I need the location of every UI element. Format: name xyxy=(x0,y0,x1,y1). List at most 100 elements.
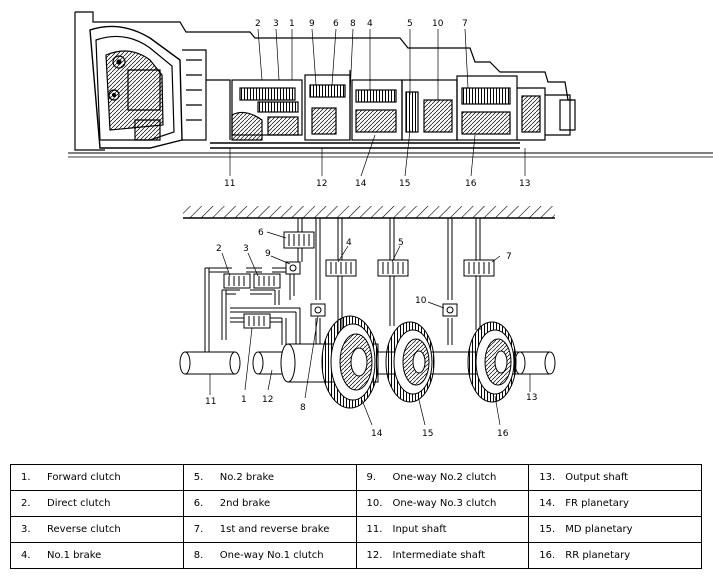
legend-cell: 2. Direct clutch xyxy=(10,490,184,517)
top-bottom-label: 12 xyxy=(316,179,327,189)
legend-cell: 10. One-way No.3 clutch xyxy=(355,490,530,517)
label-13: 13 xyxy=(526,393,537,403)
legend-text: One-way No.3 clutch xyxy=(392,498,497,509)
legend-text: RR planetary xyxy=(565,550,631,561)
schematic-leaders xyxy=(209,231,531,426)
transmission-diagram: 2 3 1 9 6 8 4 5 10 7 11 12 14 15 16 13 xyxy=(68,11,713,439)
label-12: 12 xyxy=(262,395,273,405)
legend-row: 1. Forward clutch 5. No.2 brake 9. One-way … xyxy=(10,464,702,491)
one-way-clutch-10 xyxy=(442,303,458,317)
top-bottom-label: 14 xyxy=(355,179,367,189)
legend-num: 13. xyxy=(539,472,556,483)
top-label: 10 xyxy=(432,19,444,29)
schematic-labels: 6 4 5 7 2 3 9 10 11 1 12 8 14 15 16 13 xyxy=(205,228,537,439)
top-label: 9 xyxy=(309,19,315,29)
legend-row: 4. No.1 brake 8. One-way No.1 clutch 12. In… xyxy=(10,542,702,569)
fr-planetary xyxy=(321,315,379,409)
legend-text: Intermediate shaft xyxy=(392,550,486,561)
legend-text: 1st and reverse brake xyxy=(219,524,330,535)
legend-cell: 3. Reverse clutch xyxy=(10,516,184,543)
legend-num: 8. xyxy=(193,550,204,561)
legend-cell: 14. FR planetary xyxy=(528,490,702,517)
top-label: 3 xyxy=(273,19,279,29)
label-10: 10 xyxy=(415,296,427,306)
rr-planetary xyxy=(467,321,517,403)
legend-num: 11. xyxy=(366,524,383,535)
top-label: 4 xyxy=(367,19,373,29)
legend-cell: 1. Forward clutch xyxy=(10,464,184,491)
legend-cell: 5. No.2 brake xyxy=(182,464,357,491)
label-8: 8 xyxy=(300,403,306,413)
legend-text: MD planetary xyxy=(565,524,633,535)
top-bottom-label: 16 xyxy=(465,179,477,189)
legend-num: 14. xyxy=(539,498,556,509)
label-6: 6 xyxy=(258,228,264,238)
legend-num: 6. xyxy=(193,498,204,509)
label-5: 5 xyxy=(398,238,404,248)
legend-num: 9. xyxy=(366,472,377,483)
legend-cell: 16.RR planetary xyxy=(528,542,702,569)
legend-text: One-way No.1 clutch xyxy=(219,550,324,561)
legend-text: Direct clutch xyxy=(47,498,111,509)
clutch-1 xyxy=(243,313,271,329)
brake-7 xyxy=(463,259,495,277)
legend-text: No.1 brake xyxy=(47,550,102,561)
legend-text: Input shaft xyxy=(392,524,447,535)
legend-table: 1. Forward clutch 5. No.2 brake 9. One-way … xyxy=(10,464,702,569)
label-2: 2 xyxy=(216,244,222,254)
legend-row: 3. Reverse clutch 7. 1st and reverse brake… xyxy=(10,516,702,543)
legend-text: 2nd brake xyxy=(219,498,271,509)
brake-4 xyxy=(325,259,357,277)
label-9: 9 xyxy=(265,249,271,259)
legend-cell: 4. No.1 brake xyxy=(10,542,184,569)
label-15: 15 xyxy=(422,429,433,439)
top-bottom-label: 11 xyxy=(224,179,235,189)
legend-text: Reverse clutch xyxy=(47,524,121,535)
legend-cell: 6. 2nd brake xyxy=(182,490,357,517)
legend-num: 4. xyxy=(21,550,31,561)
top-label: 2 xyxy=(255,19,261,29)
top-bottom-label: 15 xyxy=(399,179,410,189)
legend-cell: 7. 1st and reverse brake xyxy=(182,516,357,543)
clutch-3 xyxy=(253,273,281,289)
legend-num: 7. xyxy=(193,524,204,535)
legend-cell: 11. Input shaft xyxy=(355,516,530,543)
schematic-lines xyxy=(204,218,481,360)
top-label: 5 xyxy=(407,19,413,29)
legend-num: 12. xyxy=(366,550,383,561)
legend-cell: 15. MD planetary xyxy=(528,516,702,543)
top-label: 6 xyxy=(333,19,339,29)
legend-num: 10. xyxy=(366,498,383,509)
top-label-group xyxy=(229,28,526,177)
top-label: 1 xyxy=(289,19,295,29)
brake-6 xyxy=(283,231,315,249)
label-1: 1 xyxy=(241,395,247,405)
legend-cell: 8. One-way No.1 clutch xyxy=(182,542,357,569)
top-label: 7 xyxy=(462,19,468,29)
legend-row: 2. Direct clutch 6. 2nd brake 10. One-way N… xyxy=(10,490,702,517)
legend-num: 2. xyxy=(21,498,31,509)
legend-num: 5. xyxy=(193,472,204,483)
legend-num: 3. xyxy=(21,524,31,535)
top-label: 8 xyxy=(350,19,356,29)
md-planetary xyxy=(385,321,435,403)
label-11: 11 xyxy=(205,397,216,407)
legend-text: Output shaft xyxy=(565,472,629,483)
legend-text: FR planetary xyxy=(565,498,629,509)
label-3: 3 xyxy=(243,244,249,254)
clutch-2 xyxy=(223,273,251,289)
legend-num: 1. xyxy=(21,472,31,483)
casing-ground xyxy=(183,206,555,219)
label-16: 16 xyxy=(497,429,509,439)
legend-cell: 9. One-way No.2 clutch xyxy=(355,464,530,491)
one-way-clutch-9 xyxy=(285,261,301,275)
brake-5 xyxy=(377,259,409,277)
top-labels: 2 3 1 9 6 8 4 5 10 7 11 12 14 15 16 13 xyxy=(224,19,530,189)
cross-section xyxy=(68,11,713,158)
label-7: 7 xyxy=(506,252,512,262)
label-14: 14 xyxy=(371,429,383,439)
legend-text: Forward clutch xyxy=(47,472,121,483)
legend-text: One-way No.2 clutch xyxy=(392,472,497,483)
legend-num: 15. xyxy=(539,524,556,535)
legend-text: No.2 brake xyxy=(219,472,275,483)
